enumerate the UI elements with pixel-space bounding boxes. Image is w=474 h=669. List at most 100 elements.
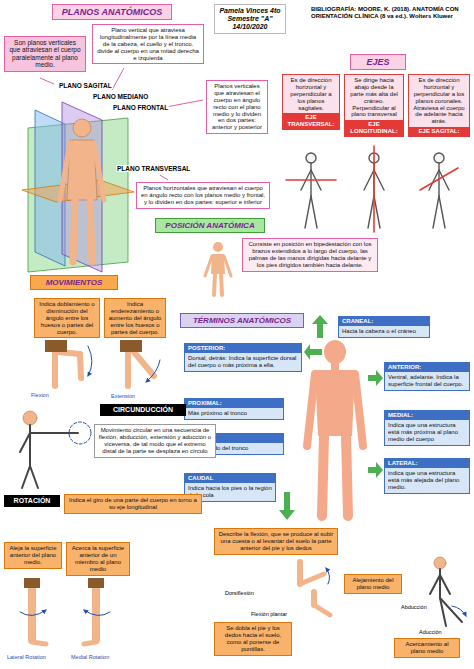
- flexion-extension-figures: [45, 340, 160, 386]
- figure-label: PLANO TRANSVERSAL: [116, 165, 191, 172]
- box-text: BIBLIOGRAFÍA: MOORE, K. (2018). ANATOMÍA…: [311, 6, 467, 20]
- body-figure: [315, 370, 355, 436]
- movement-box: Se dobla el pie y los dedos hacia el sue…: [214, 622, 292, 656]
- box-text: ANTERIOR:: [385, 363, 469, 372]
- box-text: Son planos verticales que atraviesan el …: [8, 39, 82, 69]
- foot-figures: [326, 568, 330, 584]
- box-text: PLANOS ANATÓMICOS: [56, 7, 168, 17]
- box-text: TÉRMINOS ANATÓMICOS: [184, 316, 300, 325]
- box-text: CRANEAL:: [339, 317, 429, 326]
- term-box: MEDIAL:Indica que una estructura está má…: [384, 410, 470, 446]
- section-title: EJES: [350, 54, 406, 70]
- rotation-figures: [88, 578, 104, 588]
- figure-label: Lateral Rotation: [6, 654, 47, 660]
- abduction-figure: [439, 569, 441, 598]
- circumduction-figure: [30, 466, 38, 488]
- movement-box: Indica el giro de una parte del cuerpo e…: [64, 494, 202, 514]
- figure-label: Flexión plantar: [250, 611, 288, 617]
- leader-line: [40, 78, 54, 84]
- figure-label: PLANO FRONTAL: [112, 104, 169, 111]
- box-text: Es de dirección horizontal y perpendicul…: [409, 75, 469, 127]
- box-text: Indica enderezamiento o aumento del ángu…: [108, 301, 162, 335]
- rotation-figures: [28, 584, 36, 640]
- foot-figures: [314, 605, 330, 615]
- figure-label: PLANO MEDIANO: [92, 93, 149, 100]
- circumduction-figure: [69, 422, 91, 444]
- circumduction-figure: [23, 411, 37, 425]
- axis-box: Se dirige hacia abajo desde la parte más…: [344, 74, 404, 137]
- figure-label: Flexion: [30, 392, 50, 398]
- box-text: CAUDAL: [185, 474, 275, 483]
- figure-label: Aducción: [418, 629, 443, 635]
- direction-arrow: [368, 370, 383, 386]
- rotation-figures: [84, 642, 96, 644]
- flexion-extension-figures: [80, 354, 81, 378]
- term-box: ANTERIOR:Ventral, adelante. Indica la su…: [384, 362, 470, 391]
- axis-figures: [420, 168, 458, 190]
- body-figure: [346, 436, 348, 516]
- body-figure: [355, 374, 363, 446]
- anatomical-position-figure: [205, 256, 212, 276]
- circumduction-figure: [29, 425, 31, 466]
- box-text: EJES: [354, 57, 402, 67]
- box-text: POSTERIOR:: [185, 344, 301, 353]
- leader-line: [40, 68, 203, 180]
- anatomical-position-figure: [221, 274, 222, 295]
- box-text: CIRCUNDUCCIÓN: [103, 406, 183, 414]
- planes-figure: [60, 143, 70, 200]
- abduction-figure: [430, 557, 466, 626]
- box-subtext: Hacia la cabeza o el cráneo: [339, 326, 429, 337]
- box-subtext: EJE LONGITUDINAL:: [345, 120, 403, 136]
- leader-line: [112, 68, 124, 90]
- abduction-figure: [430, 575, 440, 594]
- box-text: Planos verticales que atraviesan el cuer…: [210, 83, 264, 131]
- direction-arrow: [279, 492, 295, 520]
- rotation-figures: [84, 610, 110, 616]
- axis-figures: [374, 196, 380, 228]
- box-text: Pamela Vinces 4to Semestre "A" 14/10/202…: [218, 7, 282, 31]
- movement-box: Aleja la superficie anterior del plano m…: [4, 542, 62, 569]
- figure-label: PLANO SAGITAL: [58, 82, 113, 89]
- box-text: Planos horizontales que atraviesan el cu…: [140, 185, 266, 206]
- leader-line: [160, 175, 168, 180]
- planes-figure: [22, 102, 134, 272]
- section-title: MOVIMIENTOS: [30, 275, 118, 290]
- box-subtext: indica que una estructura está más aleja…: [385, 468, 469, 493]
- section-title: POSICIÓN ANATÓMICA: [155, 218, 265, 233]
- body-figure: [322, 436, 324, 516]
- box-text: Acerca la superficie anterior de un miem…: [70, 545, 126, 573]
- axis-box: Es de dirección horizontal y perpendicul…: [408, 74, 470, 137]
- box-text: MOVIMIENTOS: [34, 278, 114, 287]
- axis-figures: [305, 196, 311, 228]
- foot-figures: [300, 574, 324, 584]
- movement-box: Indica enderezamiento o aumento del ángu…: [104, 298, 166, 338]
- axis-figures: [373, 146, 375, 232]
- direction-arrow: [304, 344, 322, 360]
- flexion-extension-figures: [146, 360, 160, 382]
- anatomical-position-figure: [205, 242, 231, 295]
- movement-box: Alejamiento del plano medio: [344, 574, 402, 594]
- axis-figures: [433, 196, 439, 228]
- box-subtext: Más próximo al tronco: [185, 408, 283, 419]
- box-text: Acercamiento al plano medio: [398, 641, 456, 655]
- box-text: POSICIÓN ANATÓMICA: [159, 221, 261, 230]
- section-title: PLANOS ANATÓMICOS: [52, 4, 172, 20]
- circumduction-figure: [20, 411, 91, 488]
- axis-figures: [439, 170, 449, 190]
- box-text: Plano vertical que atraviesa longitudina…: [96, 27, 200, 61]
- figure-label: Medial Rotation: [70, 654, 110, 660]
- rotation-figures: [32, 642, 46, 644]
- movement-box: Acercamiento al plano medio: [394, 638, 460, 658]
- box-text: Se dirige hacia abajo desde la parte más…: [345, 75, 403, 120]
- term-box: POSTERIOR:Dorsal, detrás: Indica la supe…: [184, 343, 302, 372]
- anatomical-position-figure: [214, 274, 215, 295]
- body-figure: [324, 340, 346, 364]
- circumduction-figure: [20, 433, 30, 452]
- axis-figures: [286, 179, 336, 181]
- axis-figures: [311, 196, 317, 228]
- foot-figures: [300, 562, 330, 615]
- definition-box: Consiste en posición en bipedestación co…: [242, 238, 378, 272]
- planes-figure: [90, 200, 92, 262]
- flexion-extension-figures: [120, 340, 142, 352]
- flexion-extension-figures: [134, 352, 154, 376]
